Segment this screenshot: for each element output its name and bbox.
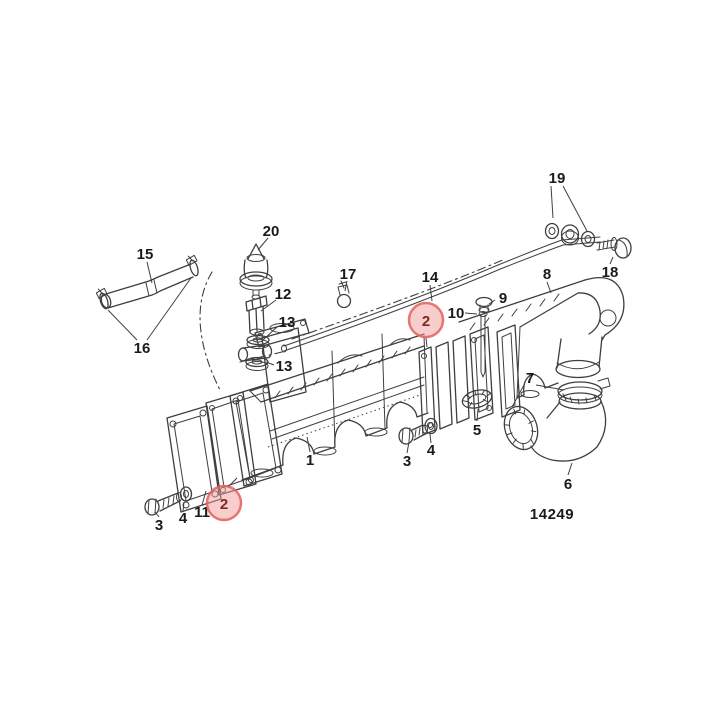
callout-9: 9 (499, 290, 507, 307)
tube (281, 236, 601, 353)
fitting (245, 295, 268, 336)
callout-20: 20 (263, 223, 280, 240)
callout-3-left: 3 (155, 517, 163, 534)
gasket-plate-left (205, 391, 257, 496)
callout-18: 18 (602, 264, 619, 281)
callout-11: 11 (194, 504, 210, 521)
elbow (530, 392, 607, 462)
callout-13-upper: 13 (279, 314, 296, 331)
washer-mid (424, 417, 438, 435)
callout-7: 7 (526, 370, 534, 387)
leader-lines (107, 185, 614, 518)
tee-fitting (237, 344, 273, 362)
callout-12: 12 (275, 286, 292, 303)
washer-left (179, 486, 193, 502)
seal-ring (461, 389, 493, 409)
bolt-mid (398, 424, 428, 445)
callout-5: 5 (473, 422, 481, 439)
check-valve (239, 243, 273, 300)
callout-15: 15 (137, 246, 154, 263)
hose-clamp-top (557, 377, 611, 405)
screw (596, 237, 632, 259)
callout-14: 14 (422, 269, 439, 286)
highlighted-callout-2-lower[interactable]: 2 (205, 484, 243, 522)
callout-labels: 1 3 3 4 4 5 6 7 8 9 10 11 12 13 13 14 15… (134, 170, 619, 534)
figure-number: 14249 (530, 506, 574, 523)
callout-4-left: 4 (179, 510, 188, 527)
hose (100, 263, 194, 309)
callout-1: 1 (306, 452, 314, 469)
hose-clamp-right (185, 254, 199, 277)
highlighted-callout-2-lower-label: 2 (220, 496, 228, 513)
callout-6: 6 (564, 476, 572, 493)
plug (475, 296, 493, 313)
callout-13-lower: 13 (276, 358, 293, 375)
callout-16: 16 (134, 340, 151, 357)
grommets (544, 222, 596, 248)
callout-8: 8 (543, 266, 551, 283)
highlighted-callout-2-upper-label: 2 (422, 313, 430, 330)
left-flange (229, 383, 283, 487)
gasket-small-lower (245, 356, 269, 371)
callout-17: 17 (340, 266, 357, 283)
riser (254, 318, 310, 403)
callout-19: 19 (549, 170, 566, 187)
hose-clamp-left (95, 287, 109, 310)
callout-3-mid: 3 (403, 453, 411, 470)
callout-4-mid: 4 (427, 442, 436, 459)
clamp-clip (336, 280, 352, 309)
highlighted-callout-2-upper[interactable]: 2 (407, 301, 445, 339)
hose-clamp-ring (503, 405, 539, 451)
manifold-body (241, 333, 429, 481)
bolt-left (144, 492, 182, 516)
rear-manifold (458, 276, 625, 399)
stud (478, 311, 488, 378)
callout-10: 10 (448, 305, 465, 322)
